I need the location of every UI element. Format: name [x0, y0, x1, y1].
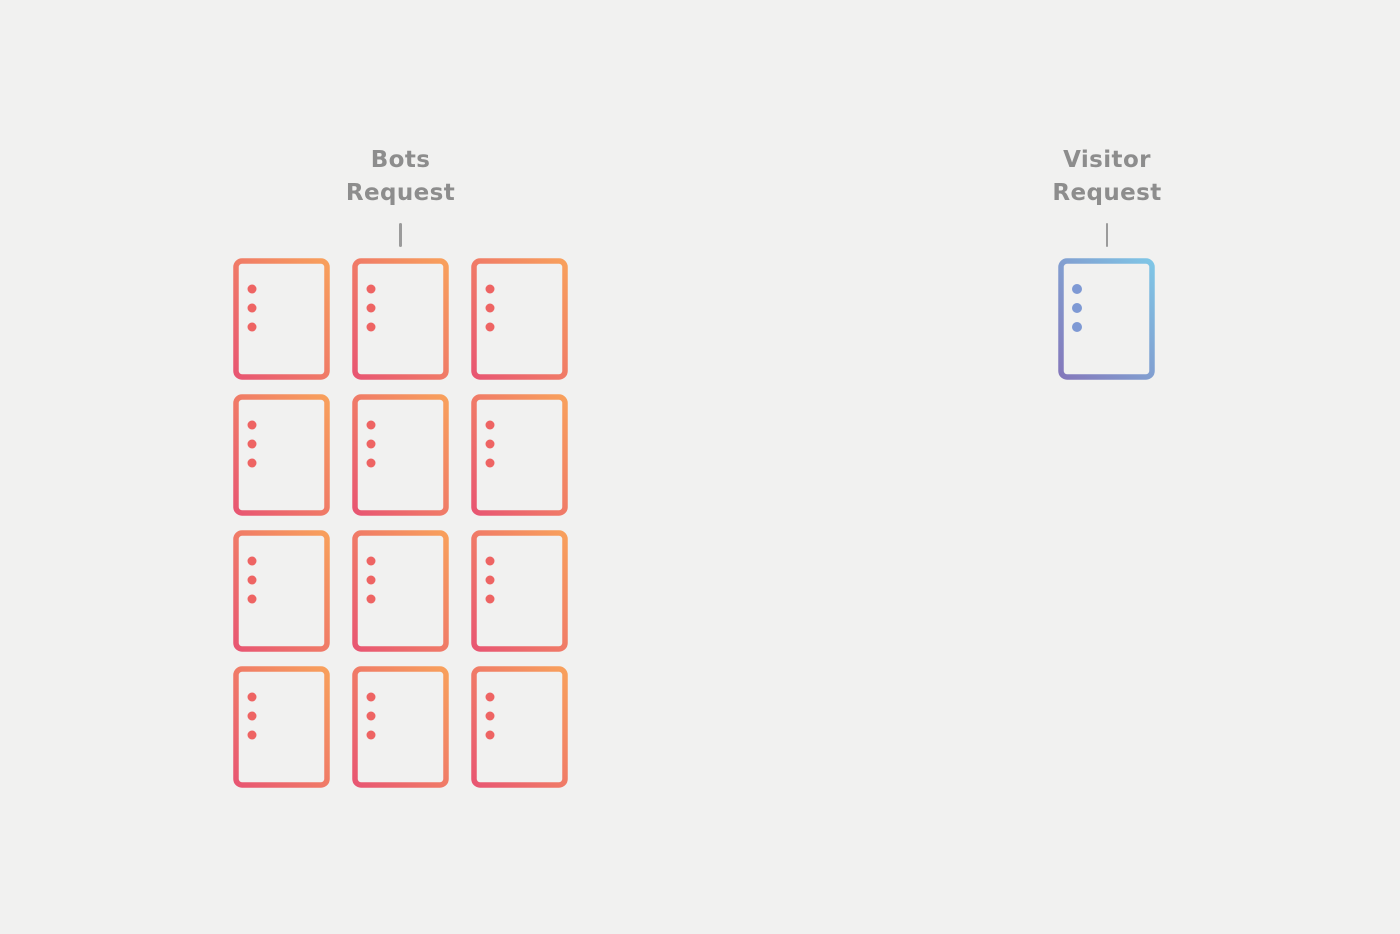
bullet-dot: [247, 730, 257, 740]
visitor-request-label-line1: Visitor: [1063, 147, 1151, 173]
bullet-dot: [485, 322, 495, 332]
bullet-dot: [247, 284, 257, 294]
bots-request-doc-icon: [352, 394, 449, 516]
bots-request-label-line2: Request: [345, 180, 456, 206]
document-outline: [352, 666, 449, 788]
bots-request-doc-icon: [471, 394, 568, 516]
bots-request-doc-icon: [233, 394, 330, 516]
bullet-dot: [247, 439, 257, 449]
bots-connector-line: [399, 223, 402, 247]
visitor-request-label: Visitor Request: [947, 144, 1267, 210]
bots-request-doc-icon: [233, 258, 330, 380]
bullet-dot: [247, 303, 257, 313]
bots-request-doc-icon: [471, 258, 568, 380]
bullet-dot: [485, 556, 495, 566]
bullet-dot: [366, 692, 376, 702]
visitor-request-label-line2: Request: [1052, 180, 1162, 206]
bullet-dot: [485, 730, 495, 740]
bullet-dot: [366, 420, 376, 430]
bots-request-doc-icon: [352, 530, 449, 652]
bullet-dot: [485, 711, 495, 721]
bullet-dot: [247, 711, 257, 721]
document-outline: [233, 666, 330, 788]
bullet-dot: [247, 458, 257, 468]
document-outline: [233, 394, 330, 516]
bullet-dot: [366, 303, 376, 313]
bullet-dot: [366, 575, 376, 585]
bots-request-doc-icon: [471, 530, 568, 652]
bullet-dot: [366, 284, 376, 294]
bullet-dot: [247, 556, 257, 566]
bullet-dot: [485, 594, 495, 604]
bullet-dot: [247, 322, 257, 332]
bullet-dot: [485, 284, 495, 294]
bullet-dot: [485, 439, 495, 449]
bullet-dot: [485, 458, 495, 468]
bullet-dot: [366, 322, 376, 332]
bullet-dot: [366, 556, 376, 566]
visitor-connector-line: [1105, 223, 1109, 247]
visitor-request-grid: [1058, 258, 1155, 380]
bots-request-doc-icon: [471, 666, 568, 788]
bots-request-label: Bots Request: [241, 144, 561, 210]
document-outline: [352, 394, 449, 516]
visitor-request-doc-icon: [1058, 258, 1155, 380]
bullet-dot: [366, 711, 376, 721]
bullet-dot: [1072, 303, 1082, 313]
bullet-dot: [485, 420, 495, 430]
document-outline: [352, 530, 449, 652]
bullet-dot: [366, 439, 376, 449]
bullet-dot: [247, 692, 257, 702]
bots-request-grid: [233, 258, 568, 788]
bullet-dot: [366, 730, 376, 740]
bullet-dot: [366, 458, 376, 468]
document-outline: [471, 258, 568, 380]
bullet-dot: [366, 594, 376, 604]
document-outline: [233, 258, 330, 380]
bullet-dot: [247, 420, 257, 430]
document-outline: [1058, 258, 1155, 380]
document-outline: [352, 258, 449, 380]
bots-request-doc-icon: [352, 258, 449, 380]
bullet-dot: [247, 594, 257, 604]
bots-request-label-line1: Bots: [370, 147, 431, 173]
bots-request-doc-icon: [233, 530, 330, 652]
document-outline: [471, 666, 568, 788]
bullet-dot: [485, 692, 495, 702]
document-outline: [471, 394, 568, 516]
bullet-dot: [1072, 284, 1082, 294]
bullet-dot: [485, 303, 495, 313]
bullet-dot: [247, 575, 257, 585]
bots-request-doc-icon: [233, 666, 330, 788]
bullet-dot: [1072, 322, 1082, 332]
bots-request-doc-icon: [352, 666, 449, 788]
document-outline: [233, 530, 330, 652]
bullet-dot: [485, 575, 495, 585]
document-outline: [471, 530, 568, 652]
